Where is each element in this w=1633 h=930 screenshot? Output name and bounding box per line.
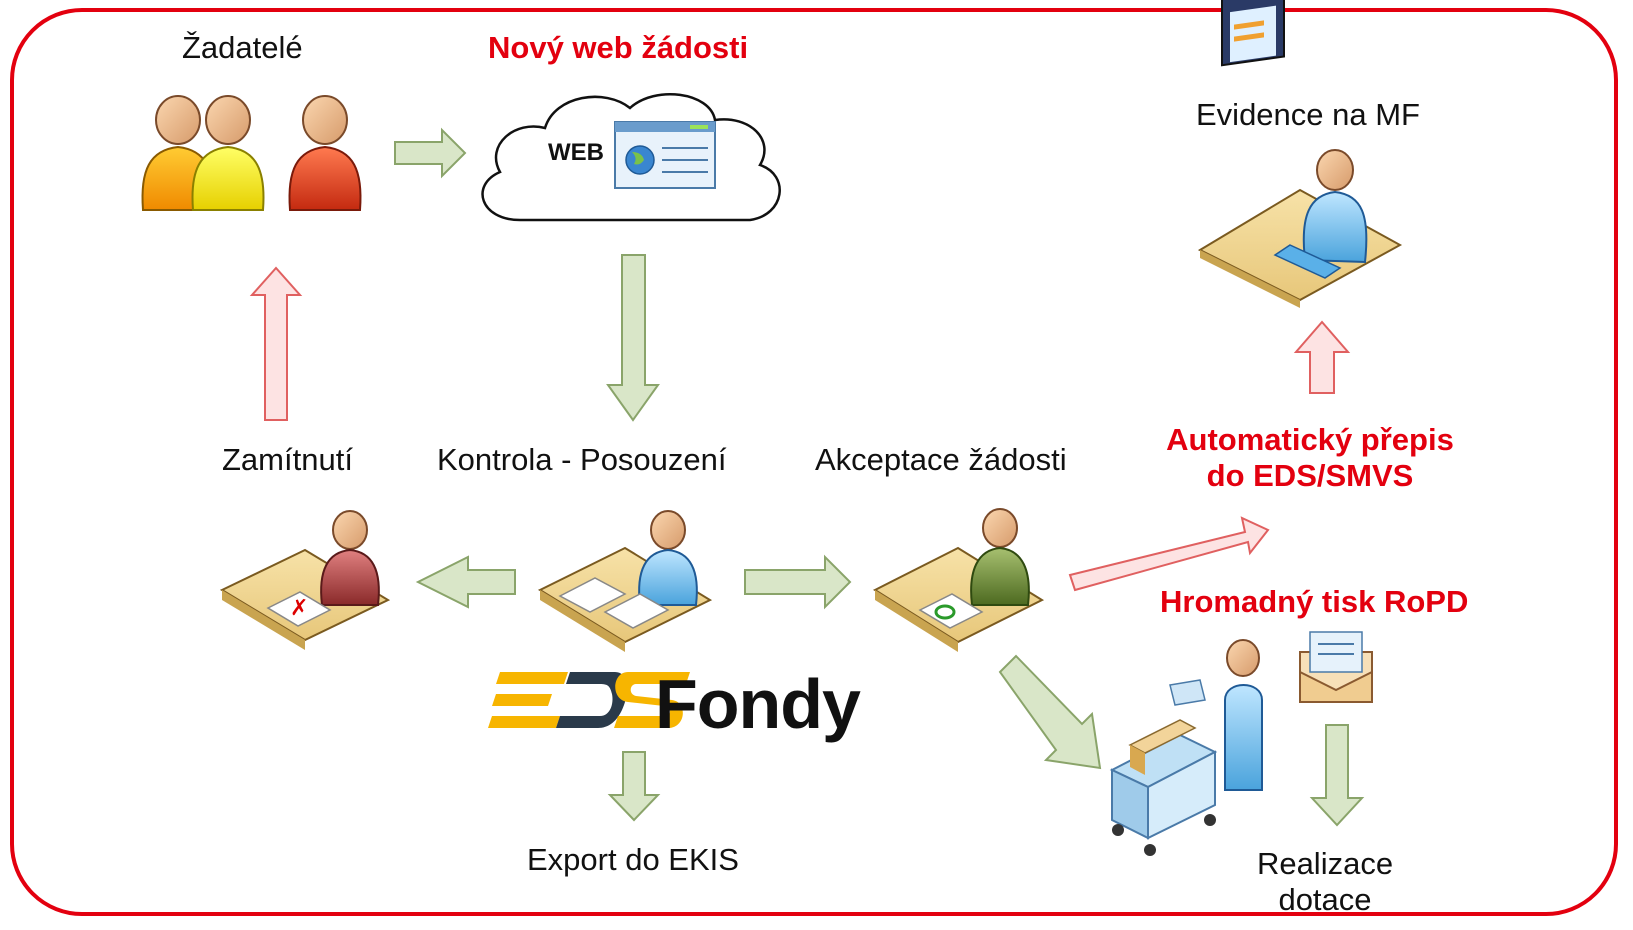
arrow-print-to-realization [1309, 724, 1365, 827]
eds-logo-icon [488, 672, 690, 728]
rejection-label: Zamítnutí [222, 442, 353, 477]
arrow-fondy-to-export [607, 751, 661, 822]
realization-label: Realizace dotace [1240, 846, 1410, 918]
arrow-acceptance-to-transfer [1068, 516, 1270, 592]
envelope-icon [1299, 631, 1373, 703]
fondy-logo-text: Fondy [655, 665, 861, 743]
applicants-icon [141, 95, 362, 211]
new-web-label: Nový web žádosti [488, 30, 749, 65]
svg-text:✗: ✗ [290, 595, 308, 620]
export-label: Export do EKIS [527, 842, 739, 877]
arrow-applicants-to-web [394, 127, 467, 179]
web-badge: WEB [548, 139, 604, 166]
arrow-web-to-review [606, 254, 660, 422]
bulk-print-label: Hromadný tisk RoPD [1160, 584, 1469, 619]
realization-line1: Realizace [1256, 846, 1394, 881]
arrow-review-to-rejection [415, 555, 516, 609]
auto-transfer-line1: Automatický přepis [1166, 422, 1454, 457]
auto-transfer-line2: do EDS/SMVS [1206, 458, 1414, 493]
realization-line2: dotace [1278, 882, 1372, 917]
evidence-label: Evidence na MF [1196, 97, 1420, 132]
arrow-review-to-acceptance [744, 554, 852, 610]
web-cloud-icon [481, 93, 781, 222]
auto-transfer-label: Automatický přepis do EDS/SMVS [1145, 422, 1475, 494]
evidence-workstation-icon [1197, 0, 1403, 308]
arrow-acceptance-to-cart [998, 654, 1102, 770]
arrow-transfer-to-evidence [1293, 320, 1351, 394]
review-desk-icon [537, 510, 713, 652]
acceptance-label: Akceptace žádosti [815, 442, 1067, 477]
diagram-frame [10, 8, 1618, 916]
rejection-desk-icon: ✗ [219, 510, 391, 650]
mail-cart-icon [1109, 639, 1263, 856]
applicants-label: Žadatelé [182, 30, 303, 65]
review-label: Kontrola - Posouzení [437, 442, 727, 477]
acceptance-desk-icon [872, 508, 1045, 652]
arrow-rejection-to-applicants [249, 266, 303, 421]
